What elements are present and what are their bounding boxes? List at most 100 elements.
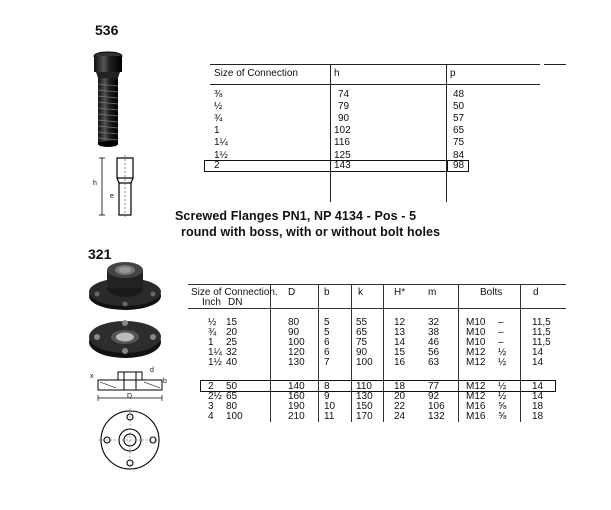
table-cell: 100 — [356, 357, 373, 368]
flange-plan-drawing — [98, 408, 162, 472]
table-cell: ½ — [208, 317, 217, 328]
table-cell: 15 — [226, 317, 238, 328]
table-cell-highlighted: 2 — [208, 381, 214, 392]
table-cell: 55 — [356, 317, 368, 328]
table-cell: ¾ — [208, 327, 217, 338]
table-cell: 32 — [226, 347, 238, 358]
dimension-label-x: x — [90, 373, 94, 380]
table-cell: 75 — [356, 337, 368, 348]
table-header-h: h — [334, 68, 340, 79]
table-cell-highlighted: 2 — [214, 160, 220, 171]
table-cell: 65 — [226, 391, 238, 402]
table-cell: 190 — [288, 401, 305, 412]
table-cell: M16 — [466, 411, 486, 422]
table-cell: 170 — [356, 411, 373, 422]
table-cell: 20 — [226, 327, 238, 338]
flange-photo-flat — [89, 320, 161, 358]
table-cell: M12 — [466, 357, 486, 368]
table-cell: 1¼ — [208, 347, 222, 358]
table-cell: 46 — [428, 337, 440, 348]
table-cell-highlighted: 8 — [324, 381, 330, 392]
product-code-536: 536 — [95, 22, 119, 38]
highlight-row-box — [204, 160, 448, 172]
table-cell: 90 — [338, 113, 350, 124]
highlight-row-box — [447, 160, 469, 172]
table-cell-highlighted: M12 — [466, 381, 486, 392]
table-cell: ⅝ — [498, 411, 507, 422]
table-cell: 15 — [394, 347, 406, 358]
table-cell: 90 — [288, 327, 300, 338]
table-cell: 40 — [226, 357, 238, 368]
table-cell: ¾ — [214, 113, 223, 124]
table-cell: 80 — [226, 401, 238, 412]
table-cell: 11 — [324, 411, 335, 422]
table-cell: 56 — [428, 347, 440, 358]
dimension-label-b: b — [163, 378, 167, 385]
table-cell: 14 — [532, 391, 544, 402]
table-cell: 32 — [428, 317, 440, 328]
table-header-k: k — [358, 287, 363, 298]
table-cell: 1 — [208, 337, 214, 348]
nipple-drawing-536 — [99, 155, 134, 218]
table-cell: ⅝ — [498, 401, 507, 412]
table-cell: 1½ — [208, 357, 222, 368]
table-cell-highlighted: 110 — [356, 381, 372, 392]
table-cell: 1¼ — [214, 137, 228, 148]
table-cell: 9 — [324, 391, 330, 402]
table-header-H: H* — [394, 287, 406, 298]
table-cell: ½ — [498, 357, 507, 368]
table-header-bolts: Bolts — [480, 287, 503, 298]
table-cell: 11,5 — [532, 327, 551, 338]
table-cell: 102 — [334, 125, 351, 136]
table-cell: 130 — [288, 357, 305, 368]
table-cell: 6 — [324, 347, 330, 358]
dimension-label-d: d — [150, 367, 154, 374]
table-header-b: b — [324, 287, 330, 298]
table-cell: 90 — [356, 347, 368, 358]
table-cell-highlighted: 140 — [288, 381, 305, 392]
table-cell: 100 — [288, 337, 305, 348]
table-header-d: d — [533, 287, 539, 298]
table-cell: 79 — [338, 101, 350, 112]
section-heading-line2: round with boss, with or without bolt ho… — [181, 225, 441, 239]
table-cell: 74 — [338, 89, 350, 100]
dimension-table-536: Size of Connection h p ⅜ 74 48 ½ 79 50 ¾… — [204, 64, 540, 202]
nipple-photo-536 — [93, 51, 123, 147]
table-cell: ½ — [498, 347, 507, 358]
table-cell: 5 — [324, 317, 330, 328]
table-cell: 38 — [428, 327, 440, 338]
table-cell: – — [498, 327, 504, 338]
table-cell-highlighted: 77 — [428, 381, 440, 392]
table-cell-highlighted: 18 — [394, 381, 406, 392]
table-cell: 10 — [324, 401, 336, 412]
table-cell-highlighted: 50 — [226, 381, 238, 392]
table-cell: 14 — [532, 357, 544, 368]
table-cell: 18 — [532, 401, 544, 412]
table-cell: 116 — [334, 137, 350, 148]
table-cell: 210 — [288, 411, 305, 422]
table-cell: 50 — [453, 101, 465, 112]
table-cell: 6 — [324, 337, 330, 348]
table-cell: ½ — [214, 101, 223, 112]
table-cell: – — [498, 317, 504, 328]
table-cell: 24 — [394, 411, 406, 422]
table-cell: 75 — [453, 137, 465, 148]
highlight-row-box — [200, 380, 556, 392]
table-cell: 14 — [532, 347, 544, 358]
table-cell: – — [498, 337, 504, 348]
table-cell: 16 — [394, 357, 406, 368]
table-cell: 125 — [334, 150, 351, 161]
table-header-size: Size of Connection. — [191, 287, 278, 298]
table-cell-highlighted: ½ — [498, 381, 507, 392]
table-cell: 80 — [288, 317, 300, 328]
table-cell: 65 — [356, 327, 368, 338]
table-cell: 25 — [226, 337, 238, 348]
table-rule — [544, 64, 566, 65]
table-cell: 22 — [394, 401, 406, 412]
table-header-size: Size of Connection — [214, 68, 298, 79]
table-cell: 132 — [428, 411, 445, 422]
table-cell: 63 — [428, 357, 440, 368]
section-heading-line1: Screwed Flanges PN1, NP 4134 - Pos - 5 — [175, 209, 417, 223]
table-header-dn: DN — [228, 297, 243, 308]
table-cell: M12 — [466, 347, 486, 358]
